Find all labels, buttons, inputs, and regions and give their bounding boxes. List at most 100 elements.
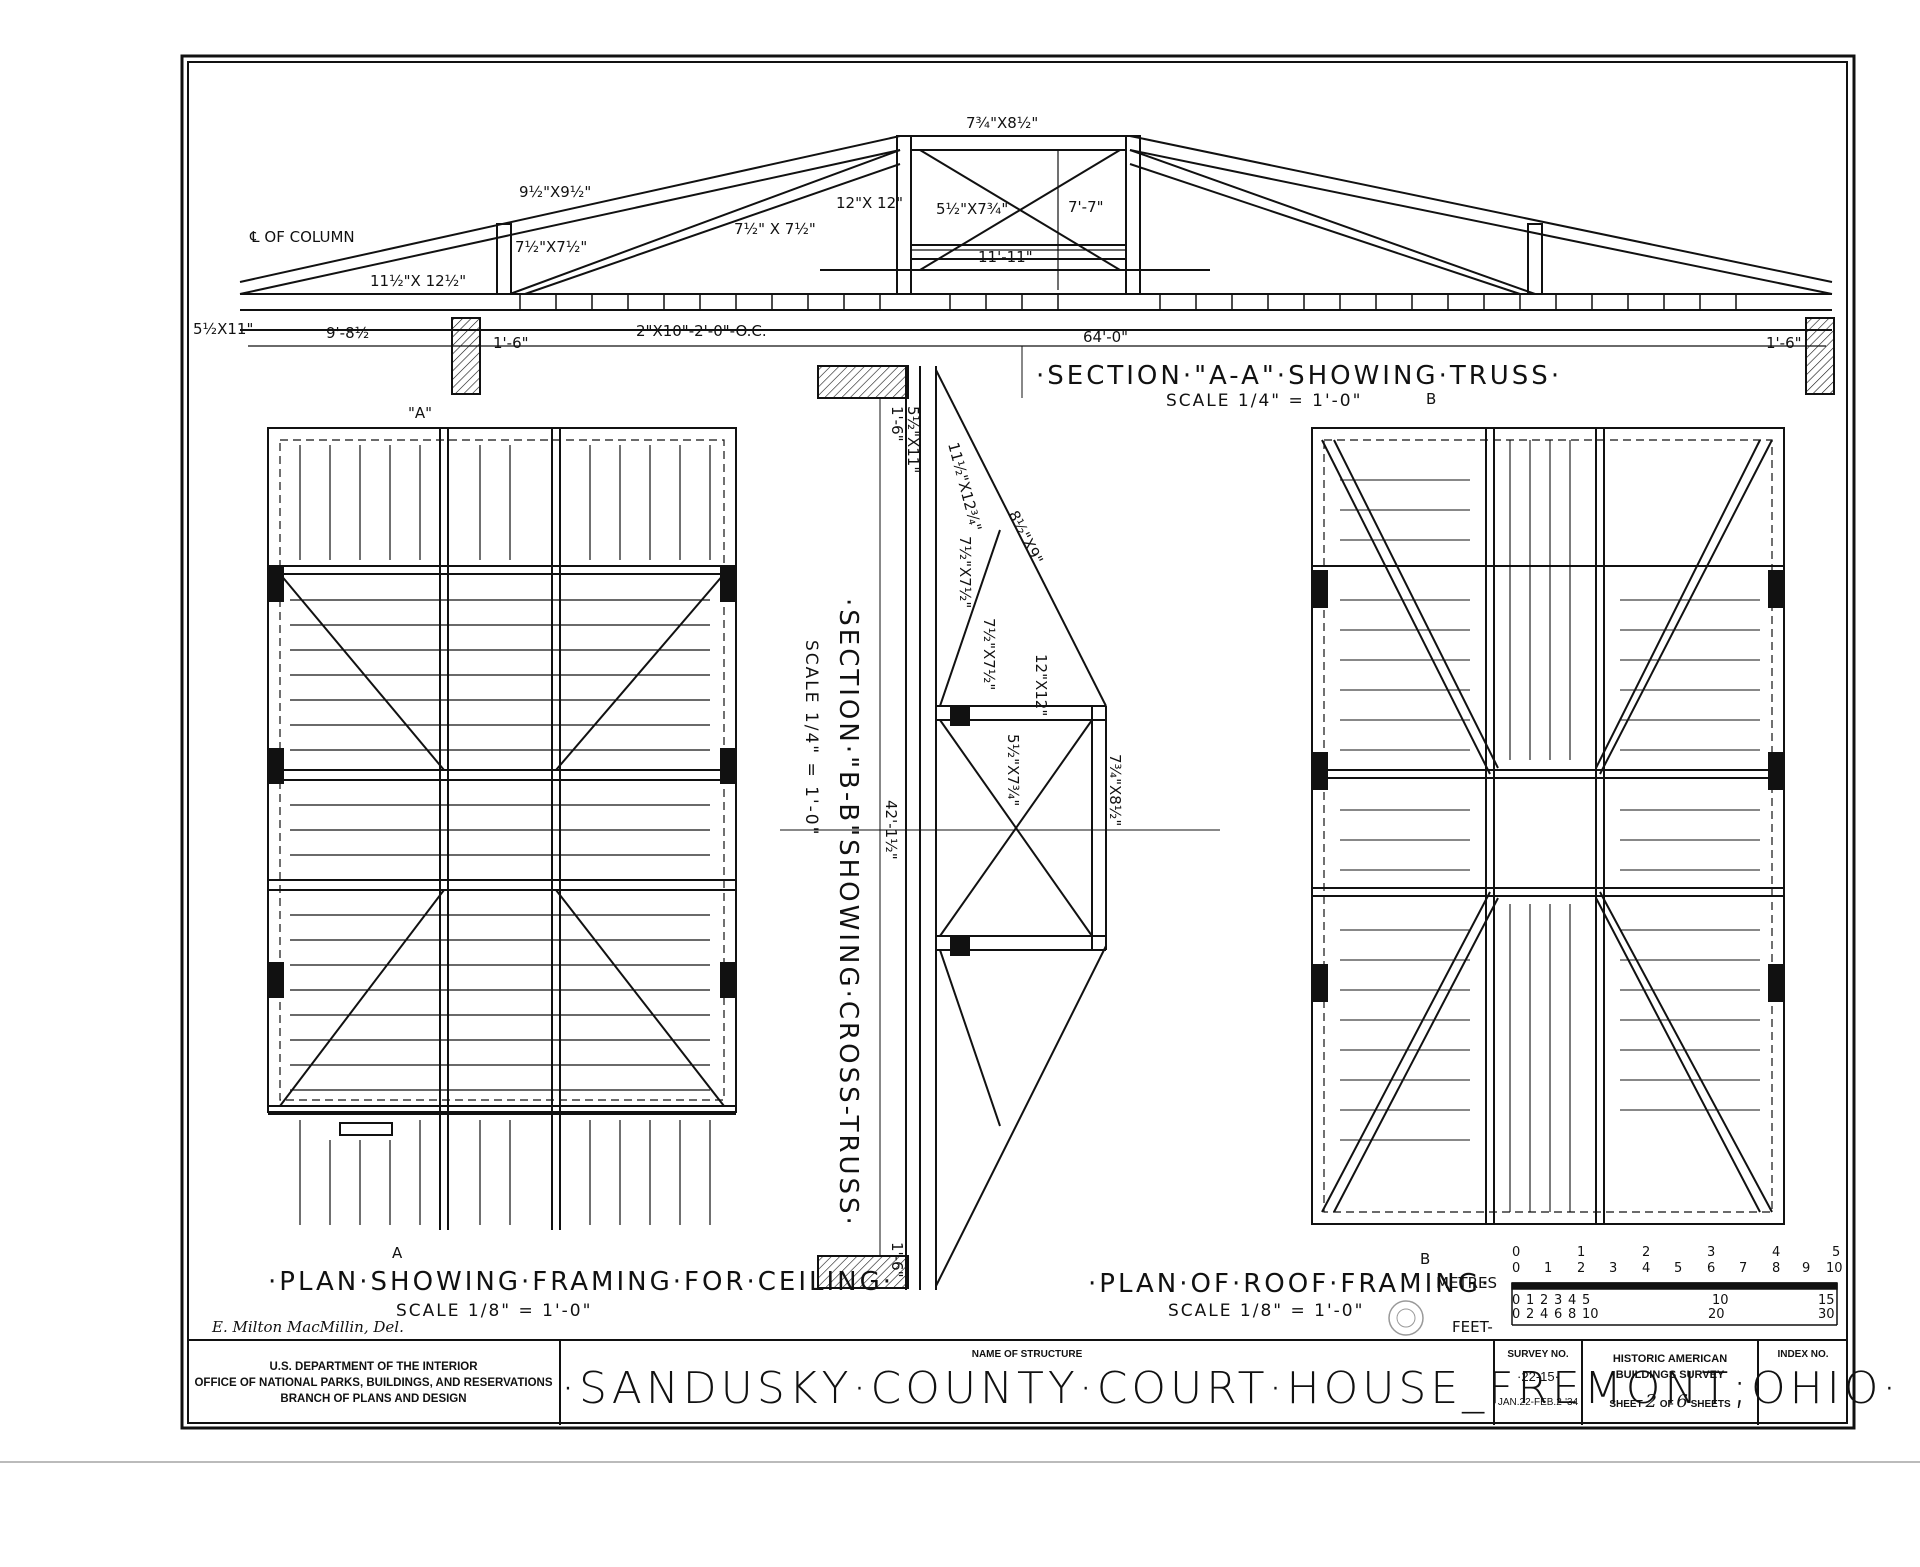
library-stamp-inner [1396, 1308, 1416, 1328]
structure-name-caption: NAME OF STRUCTURE [971, 1349, 1083, 1360]
plan-ceiling-columns [268, 566, 736, 998]
habs-line-1: HISTORIC AMERICAN [1612, 1353, 1728, 1365]
metres-minor-tick: 0 [1512, 1261, 1520, 1276]
inner-border [187, 61, 1848, 1424]
graphic-scale [1511, 1282, 1838, 1326]
section-marker-b-top: B [1426, 390, 1436, 408]
feet-bottom-tick: 4 [1540, 1307, 1548, 1322]
section-bb-posts [950, 706, 970, 956]
of-word: OF [1659, 1399, 1674, 1410]
dim-top-chord: 7¾"X8½" [966, 114, 1038, 132]
dim-diagonal: 7½" X 7½" [734, 220, 816, 238]
feet-bottom-tick: 10 [1582, 1307, 1599, 1322]
metres-major-tick: 4 [1772, 1245, 1780, 1260]
dim-span: 64'-0" [1083, 328, 1128, 346]
dim-bb-brace: 5½"X7¾" [1004, 734, 1022, 806]
metres-minor-tick: 10 [1826, 1261, 1843, 1276]
library-stamp [1388, 1300, 1424, 1336]
outer-border [180, 54, 1856, 1430]
dim-plate: 5½X11" [193, 320, 253, 338]
feet-top-tick: 3 [1554, 1293, 1562, 1308]
dim-bb-box: 7¾"X8½" [1106, 754, 1124, 826]
metres-minor-tick: 5 [1674, 1261, 1682, 1276]
feet-bottom-tick: 20 [1708, 1307, 1725, 1322]
dim-cross-brace: 5½"X7¾" [936, 200, 1008, 218]
metres-minor-tick: 9 [1802, 1261, 1810, 1276]
agency-line: U.S. DEPARTMENT OF THE INTERIOR [269, 1361, 478, 1373]
dim-rafter: 9½"X9½" [519, 183, 591, 201]
agency-line: BRANCH OF PLANS AND DESIGN [280, 1393, 467, 1405]
metres-minor-tick: 4 [1642, 1261, 1650, 1276]
section-bb-scale: SCALE 1/4" = 1'-0" [801, 640, 821, 836]
metres-minor-tick: 2 [1577, 1261, 1585, 1276]
metres-major-labels: 0 1 2 3 4 5 [1512, 1245, 1840, 1260]
dim-bb-plate: 5½"X11" [904, 406, 922, 473]
metres-minor-tick: 8 [1772, 1261, 1780, 1276]
dim-lower-rafter: 11½"X 12½" [370, 272, 466, 290]
delineator-signature: E. Milton MacMillin, Del. [212, 1318, 404, 1336]
metres-minor-tick: 1 [1544, 1261, 1552, 1276]
feet-top-labels: 0 1 2 3 4 5 10 15 [1512, 1293, 1835, 1308]
metres-major-tick: 5 [1832, 1245, 1840, 1260]
dim-bb-strut-1: 7½"X7½" [956, 536, 974, 608]
plan-roof-rafters [1340, 440, 1760, 1212]
survey-dates: JAN.22-FEB.2-'34 [1497, 1397, 1579, 1408]
metres-minor-labels: 0 1 2 3 4 5 6 7 8 9 10 [1512, 1261, 1843, 1276]
dim-wall-right: 1'-6" [1766, 334, 1802, 352]
section-aa-scale: SCALE 1/4" = 1'-0" [1166, 391, 1362, 411]
index-block: INDEX NO. [1759, 1341, 1847, 1425]
plan-ceiling-scale: SCALE 1/8" = 1'-0" [396, 1301, 592, 1321]
feet-bottom-tick: 30 [1818, 1307, 1835, 1322]
feet-bottom-tick: 6 [1554, 1307, 1562, 1322]
sheet-total: 6 [1676, 1391, 1688, 1412]
dim-box-width: 11'-11" [978, 248, 1033, 266]
feet-top-tick: 10 [1712, 1293, 1729, 1308]
structure-name: ·SANDUSKY·COUNTY·COURT·HOUSE_FREMONT;OHI… [561, 1363, 1901, 1414]
sheet-number: 2 [1645, 1391, 1657, 1412]
sheets-word: SHEETS [1690, 1399, 1731, 1410]
section-marker-a-bottom: A [392, 1244, 403, 1262]
feet-top-tick: 2 [1540, 1293, 1548, 1308]
dim-post: 12"X 12" [836, 194, 903, 212]
plan-roof-scale: SCALE 1/8" = 1'-0" [1168, 1301, 1364, 1321]
structure-name-block: NAME OF STRUCTURE ·SANDUSKY·COUNTY·COURT… [561, 1341, 1901, 1425]
title-block: U.S. DEPARTMENT OF THE INTERIOR OFFICE O… [188, 1339, 1901, 1425]
metres-major-tick: 1 [1577, 1245, 1585, 1260]
feet-top-tick: 0 [1512, 1293, 1520, 1308]
dim-bb-span: 42'-1½" [882, 800, 900, 860]
column-center-label: ℄ OF COLUMN [249, 228, 355, 246]
plan-roof-columns [1312, 570, 1784, 1002]
feet-top-tick: 5 [1582, 1293, 1590, 1308]
feet-label: FEET- [1452, 1318, 1493, 1336]
metres-major-tick: 3 [1707, 1245, 1715, 1260]
feet-bottom-tick: 8 [1568, 1307, 1576, 1322]
survey-number: ·22-15· [1517, 1369, 1559, 1384]
section-marker-b-bottom: B [1420, 1250, 1430, 1268]
feet-top-tick: 1 [1526, 1293, 1534, 1308]
section-aa-truss [239, 135, 1835, 398]
section-marker-a-top: "A" [408, 404, 432, 422]
feet-bottom-tick: 0 [1512, 1307, 1520, 1322]
dim-bb-wall-top: 1'-6" [888, 406, 906, 442]
feet-top-tick: 4 [1568, 1293, 1576, 1308]
dim-wall-left: 1'-6" [493, 334, 529, 352]
survey-block: SURVEY NO. ·22-15· JAN.22-FEB.2-'34 [1495, 1341, 1583, 1425]
plan-ceiling-title: ·PLAN·SHOWING·FRAMING·FOR·CEILING· [268, 1267, 894, 1297]
feet-bottom-tick: 2 [1526, 1307, 1534, 1322]
feet-bottom-labels: 0 2 4 6 8 10 20 30 [1512, 1307, 1835, 1322]
dim-queen-post: 7½"X7½" [515, 238, 587, 256]
metres-label: METRES [1436, 1274, 1497, 1292]
metres-major-tick: 2 [1642, 1245, 1650, 1260]
sheet-word: SHEET [1609, 1399, 1643, 1410]
feet-top-tick: 15 [1818, 1293, 1835, 1308]
plan-ceiling-joists [290, 445, 711, 1225]
index-caption: INDEX NO. [1777, 1349, 1829, 1360]
agency-line: OFFICE OF NATIONAL PARKS, BUILDINGS, AND… [194, 1377, 553, 1389]
agency-block: U.S. DEPARTMENT OF THE INTERIOR OFFICE O… [188, 1341, 561, 1425]
dim-bb-rafter: 8½"X9" [1004, 508, 1046, 568]
dim-overhang: 9'-8½ [326, 324, 369, 342]
dim-joists: 2"X10"-2'-0"-O.C. [636, 322, 767, 340]
dim-height: 7'-7" [1068, 198, 1104, 216]
